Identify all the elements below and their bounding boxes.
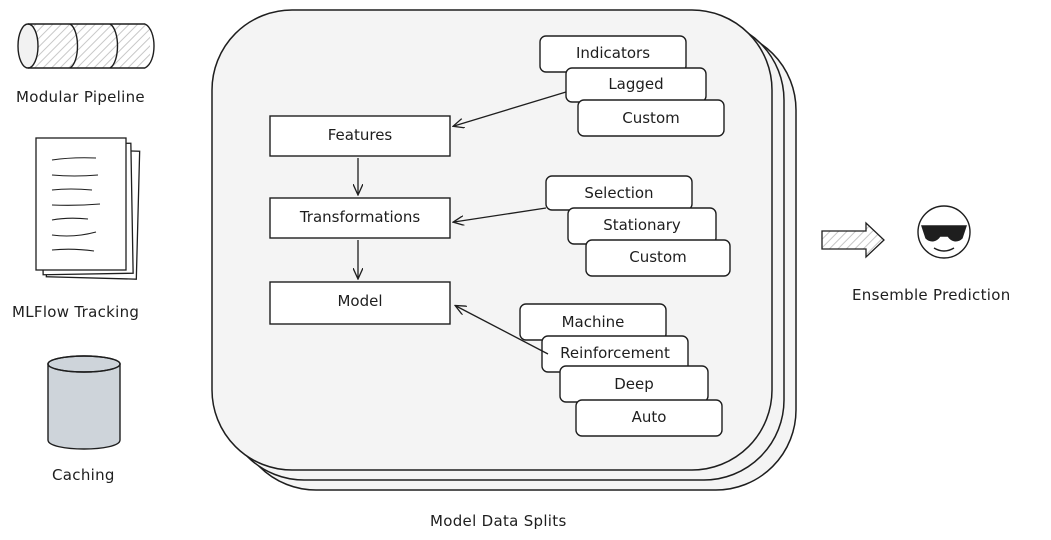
model-stage-label: Model [337,292,383,310]
database-cylinder-icon [47,355,121,450]
option-input-arrows [454,91,567,355]
transformation-option-boxes [545,175,731,277]
feature-option-label: Custom [622,109,680,127]
features-box [269,115,451,157]
feature-option-label: Lagged [608,75,664,93]
transformation-option-label: Stationary [603,216,681,234]
ensemble-prediction-label: Ensemble Prediction [852,286,1011,304]
sunglasses-face-icon [917,205,971,259]
mlflow-tracking-label: MLFlow Tracking [12,303,140,321]
transformations-stage-label: Transformations [299,208,421,226]
tracking-documents-icon [35,137,141,280]
transformation-option-label: Custom [629,248,687,266]
features-stage-label: Features [327,126,393,144]
output-arrow-icon [821,221,885,259]
model-option-label: Reinforcement [560,344,670,362]
model-option-label: Deep [614,375,654,393]
model-box [269,281,451,325]
modular-pipeline-label: Modular Pipeline [16,88,145,106]
model-option-boxes [519,303,723,437]
model-option-label: Auto [631,408,667,426]
model-option-label: Machine [561,313,625,331]
feature-option-boxes [539,35,725,137]
transformation-option-label: Selection [584,184,654,202]
caching-label: Caching [52,466,115,484]
transformations-box [269,197,451,239]
model-data-splits-label: Model Data Splits [430,512,567,530]
feature-option-label: Indicators [575,44,651,62]
stage-boxes [269,115,451,325]
modular-pipeline-icon [17,23,155,69]
